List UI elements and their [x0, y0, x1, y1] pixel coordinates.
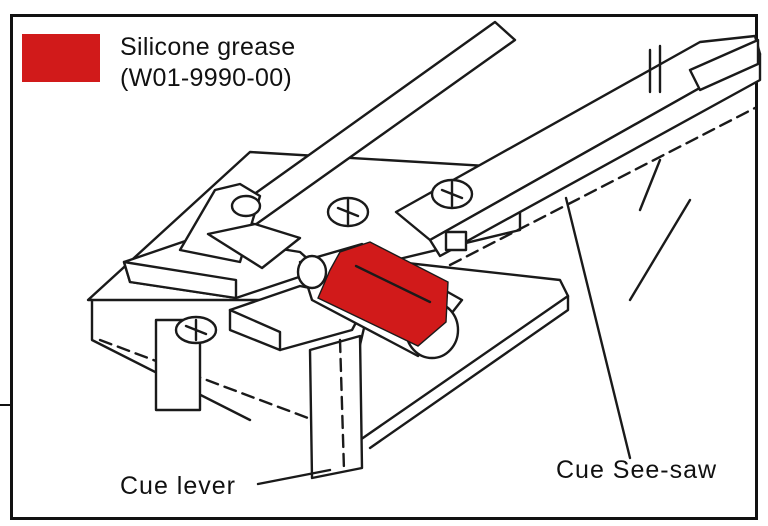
diagram-frame: [10, 14, 758, 520]
cue-lever-label: Cue lever: [120, 472, 236, 500]
cue-seesaw-leader: [564, 196, 632, 460]
arm-rest-block: [122, 182, 322, 300]
cue-lever-leader: [256, 468, 332, 486]
legend-swatch: [22, 34, 100, 82]
screw-seesaw: [430, 178, 474, 252]
leader-lines: [256, 196, 632, 486]
grease-area: [317, 241, 449, 347]
legend-line-2: (W01-9990-00): [120, 64, 293, 92]
legend-line-1: Silicone grease: [120, 33, 296, 61]
cue-seesaw-label: Cue See-saw: [556, 456, 718, 484]
cue-seesaw-bar: [394, 34, 762, 302]
legend-text: Silicone grease (W01-9990-00): [120, 32, 295, 94]
screw-middle: [326, 196, 370, 228]
page-edge-mark: [0, 404, 10, 406]
screw-left: [154, 315, 218, 412]
